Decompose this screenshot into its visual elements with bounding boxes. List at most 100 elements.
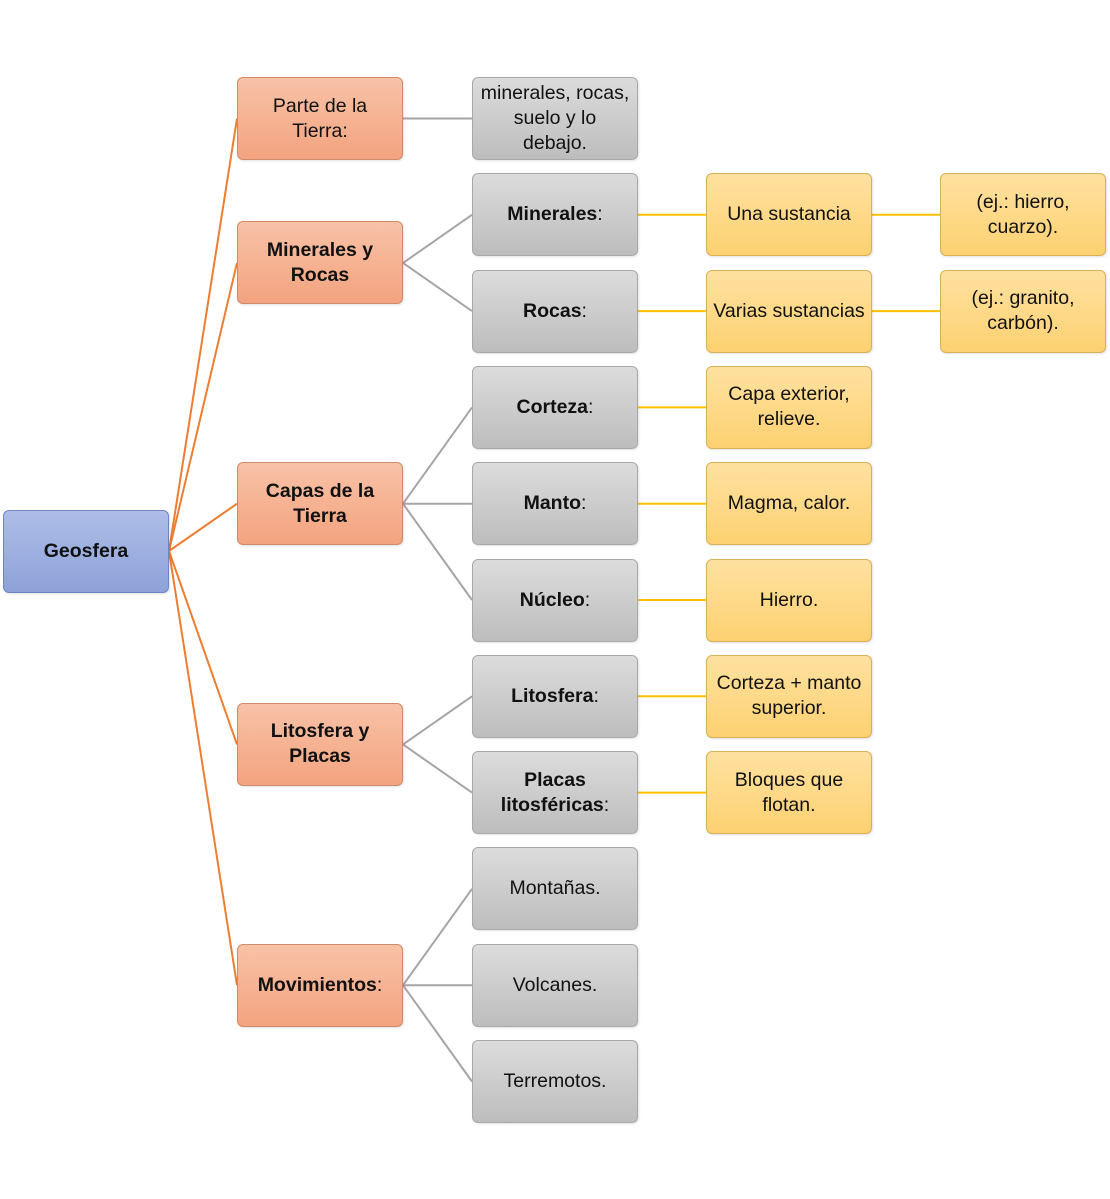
node-geosfera: Geosfera (3, 509, 169, 593)
connector-geosfera-minerales-rocas (168, 262, 238, 552)
node-rocas-label: Rocas: (523, 299, 587, 324)
node-minerales-label: Minerales: (507, 202, 602, 227)
node-rocas-text-0: Rocas (523, 299, 582, 322)
node-minerales-text-0: Minerales (507, 203, 598, 226)
connector-geosfera-parte (168, 118, 238, 552)
node-nucleo-label: Núcleo: (520, 588, 590, 613)
node-minerales-text-1: : (597, 203, 603, 226)
node-manto: Manto: (472, 462, 638, 546)
node-ej-hierro-text-0: (ej.: hierro, cuarzo). (976, 190, 1070, 238)
node-bloques-label: Bloques que flotan. (735, 768, 843, 818)
node-minerales-rocas: Minerales y Rocas (237, 221, 403, 305)
node-rocas-text-1: : (581, 299, 587, 322)
node-litosfera-text-1: : (593, 684, 599, 707)
node-hierro-label: Hierro. (760, 588, 819, 613)
node-nucleo-text-0: Núcleo (519, 588, 585, 611)
node-minerales-rocas-suelo-label: minerales, rocas, suelo y lo debajo. (481, 81, 629, 156)
node-corteza-label: Corteza: (517, 395, 594, 420)
node-montanas-text-0: Montañas. (509, 877, 601, 900)
connector-geosfera-movimientos (168, 550, 238, 986)
node-litosfera-text-0: Litosfera (511, 684, 594, 707)
node-corteza-manto-label: Corteza + manto superior. (717, 671, 862, 721)
node-bloques: Bloques que flotan. (706, 751, 872, 835)
node-placas-litosfericas-label: Placas litosféricas: (501, 768, 609, 818)
node-volcanes-text-0: Volcanes. (512, 973, 598, 996)
node-movimientos-label: Movimientos: (258, 973, 383, 998)
node-varias-sustancias-text-0: Varias sustancias (713, 299, 865, 322)
node-magma: Magma, calor. (706, 462, 872, 546)
node-capas-text-0: Capas de la Tierra (265, 479, 375, 527)
node-corteza: Corteza: (472, 365, 638, 449)
connector-minerales-rocas-minerales (402, 213, 473, 264)
node-ej-granito-label: (ej.: granito, carbón). (972, 286, 1075, 336)
connector-movimientos-terremotos (402, 984, 473, 1083)
node-magma-label: Magma, calor. (728, 491, 850, 516)
node-minerales-rocas-suelo: minerales, rocas, suelo y lo debajo. (472, 77, 638, 160)
node-movimientos: Movimientos: (237, 943, 403, 1027)
node-volcanes: Volcanes. (472, 943, 638, 1027)
node-minerales-rocas-text-0: Minerales y Rocas (266, 238, 374, 286)
node-litosfera-placas-text-0: Litosfera y Placas (270, 720, 370, 768)
node-varias-sustancias: Varias sustancias (706, 269, 872, 353)
connector-minerales-rocas-rocas (402, 262, 473, 312)
node-litosfera-placas-label: Litosfera y Placas (271, 719, 370, 769)
node-ej-granito-text-0: (ej.: granito, carbón). (971, 287, 1075, 335)
node-ej-hierro: (ej.: hierro, cuarzo). (940, 173, 1106, 257)
connector-movimientos-montanas (402, 888, 473, 986)
node-geosfera-label: Geosfera (43, 539, 129, 562)
node-rocas: Rocas: (472, 269, 638, 353)
node-placas-litosfericas-text-0: Placas litosféricas (500, 768, 604, 816)
connector-geosfera-capas (168, 502, 238, 552)
node-litosfera: Litosfera: (472, 654, 638, 738)
node-litosfera-label: Litosfera: (511, 684, 599, 709)
node-una-sustancia: Una sustancia (706, 173, 872, 257)
node-nucleo-text-1: : (584, 588, 591, 611)
node-ej-granito: (ej.: granito, carbón). (940, 269, 1106, 353)
node-capas: Capas de la Tierra (237, 462, 403, 546)
node-ej-hierro-label: (ej.: hierro, cuarzo). (976, 190, 1069, 240)
node-corteza-text-0: Corteza (516, 395, 589, 418)
node-manto-text-1: : (580, 492, 587, 515)
node-manto-text-0: Manto (523, 492, 581, 515)
node-terremotos-text-0: Terremotos. (503, 1070, 607, 1092)
node-nucleo: Núcleo: (472, 558, 638, 642)
node-capa-exterior-text-0: Capa exterior, relieve. (728, 383, 850, 431)
node-hierro-text-0: Hierro. (759, 588, 819, 611)
node-corteza-manto: Corteza + manto superior. (706, 654, 872, 738)
node-corteza-manto-text-0: Corteza + manto superior. (716, 672, 862, 720)
node-hierro: Hierro. (706, 558, 872, 642)
node-movimientos-text-0: Movimientos (257, 973, 377, 996)
connector-capas-nucleo (402, 503, 473, 601)
node-volcanes-label: Volcanes. (513, 973, 598, 998)
connector-geosfera-litosfera-placas (168, 550, 238, 745)
node-varias-sustancias-label: Varias sustancias (713, 299, 864, 324)
node-parte: Parte de la Tierra: (237, 77, 403, 160)
connector-capas-corteza (402, 406, 473, 505)
node-una-sustancia-text-0: Una sustancia (727, 203, 851, 226)
node-manto-label: Manto: (524, 491, 587, 516)
node-minerales: Minerales: (472, 173, 638, 257)
node-capas-label: Capas de la Tierra (266, 479, 374, 529)
node-montanas: Montañas. (472, 847, 638, 931)
node-litosfera-placas: Litosfera y Placas (237, 702, 403, 786)
node-minerales-rocas-suelo-text-0: minerales, rocas, suelo y lo debajo. (480, 82, 630, 154)
node-corteza-text-1: : (588, 395, 594, 418)
node-movimientos-text-1: : (376, 973, 383, 996)
node-terremotos: Terremotos. (472, 1040, 638, 1123)
node-bloques-text-0: Bloques que flotan. (734, 768, 844, 816)
node-capa-exterior-label: Capa exterior, relieve. (728, 382, 849, 432)
node-placas-litosfericas: Placas litosféricas: (472, 751, 638, 835)
node-parte-label: Parte de la Tierra: (273, 94, 367, 144)
node-placas-litosfericas-text-1: : (603, 793, 610, 816)
node-parte-text-0: Parte de la Tierra: (272, 94, 368, 142)
connector-litosfera-placas-placas-litosfericas (402, 743, 473, 794)
node-capa-exterior: Capa exterior, relieve. (706, 365, 872, 449)
connector-litosfera-placas-litosfera (402, 695, 473, 746)
node-minerales-rocas-label: Minerales y Rocas (267, 238, 373, 288)
node-magma-text-0: Magma, calor. (727, 492, 851, 515)
node-montanas-label: Montañas. (509, 876, 600, 901)
node-una-sustancia-label: Una sustancia (727, 202, 851, 227)
node-terremotos-label: Terremotos. (504, 1069, 607, 1094)
